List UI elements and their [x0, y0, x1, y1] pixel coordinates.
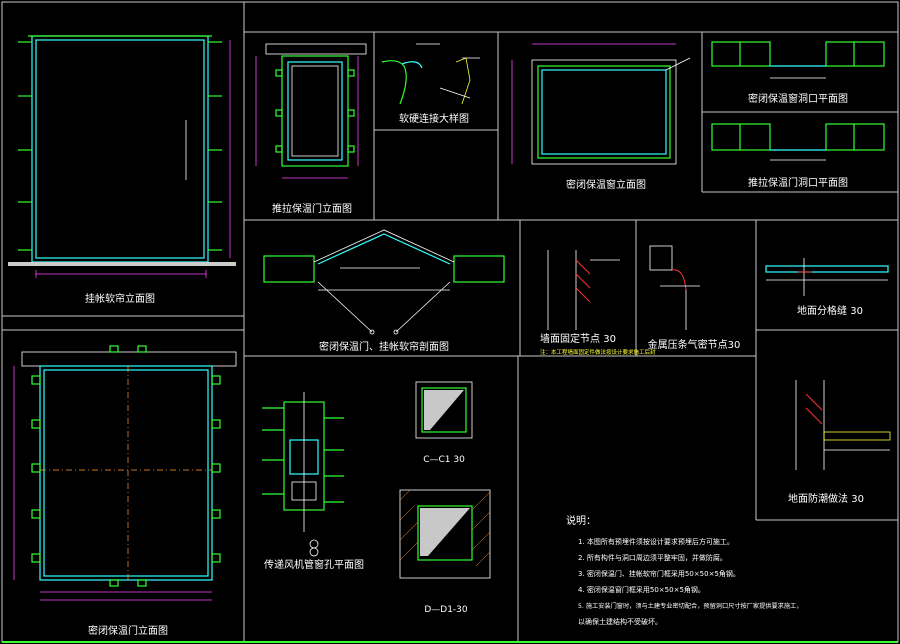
air-detail-drawing — [649, 245, 700, 330]
ground-waterproof-drawing — [795, 380, 891, 470]
label-hatch-elevation: 密闭保温窗立面图 — [566, 178, 646, 191]
label-ground-detail: 地面分格缝 30 — [797, 304, 863, 317]
label-closed-door-elevation: 密闭保温门立面图 — [88, 624, 168, 637]
slide-plan-drawing — [711, 123, 885, 161]
vent-plan-drawing — [262, 392, 344, 557]
section-c-drawing — [415, 381, 473, 439]
label-slide-plan: 推拉保温门洞口平面图 — [748, 176, 848, 189]
note-line: 1. 本图所有预埋件须按设计要求预埋后方可施工。 — [578, 537, 734, 546]
label-wall-note: 注：本工程墙面固定件做法按设计要求施工后封 — [540, 348, 656, 356]
label-closed-plan: 密闭保温窗洞口平面图 — [748, 92, 848, 105]
closed-door-elevation-drawing — [13, 345, 237, 601]
label-air-detail: 金属压条气密节点30 — [648, 338, 741, 351]
label-door-pass-elevation: 推拉保温门立面图 — [272, 202, 352, 215]
section-d-drawing — [399, 489, 491, 579]
wall-detail-drawing — [547, 250, 620, 330]
door-pass-elevation-drawing — [255, 43, 367, 179]
hatch-elevation-drawing — [511, 43, 691, 165]
notes-block: 说明： 1. 本图所有预埋件须按设计要求预埋后方可施工。 2. 所有构件与洞口周… — [566, 514, 802, 626]
drawing-titles: 挂帐软帘立面图 密闭保温门立面图 推拉保温门立面图 软硬连接大样图 密闭保温窗立… — [85, 92, 864, 637]
ground-detail-drawing — [765, 258, 889, 296]
note-line: 2. 所有构件与洞口周边须平整牢固，并做防腐。 — [578, 553, 727, 562]
label-wall-detail: 墙面固定节点 30 — [540, 332, 616, 345]
note-line: 3. 密闭保温门、挂帐软帘门框采用50×50×5角钢。 — [578, 569, 740, 578]
label-curtain-elevation: 挂帐软帘立面图 — [85, 292, 155, 305]
closed-plan-drawing — [711, 41, 885, 79]
note-line: 5. 施工安装门窗时，须与土建专业密切配合，预留洞口尺寸按厂家提供要求施工， — [578, 602, 802, 610]
label-vent-plan: 传递风机管窗孔平面图 — [264, 558, 364, 571]
label-joint-detail: 软硬连接大样图 — [399, 112, 469, 125]
label-section-d: D—D1-30 — [424, 605, 468, 615]
note-line: 4. 密闭保温窗门框采用50×50×5角钢。 — [578, 585, 705, 594]
label-section-c: C—C1 30 — [423, 455, 465, 465]
curtain-elevation-drawing — [8, 35, 236, 278]
label-ground-waterproof: 地面防潮做法 30 — [788, 492, 864, 505]
note-line: 以确保土建结构不受破坏。 — [578, 617, 662, 626]
notes-title: 说明： — [566, 514, 596, 527]
door-section-drawing — [263, 229, 505, 335]
joint-detail-drawing — [381, 43, 480, 105]
label-door-section: 密闭保温门、挂帐软帘剖面图 — [319, 340, 449, 353]
